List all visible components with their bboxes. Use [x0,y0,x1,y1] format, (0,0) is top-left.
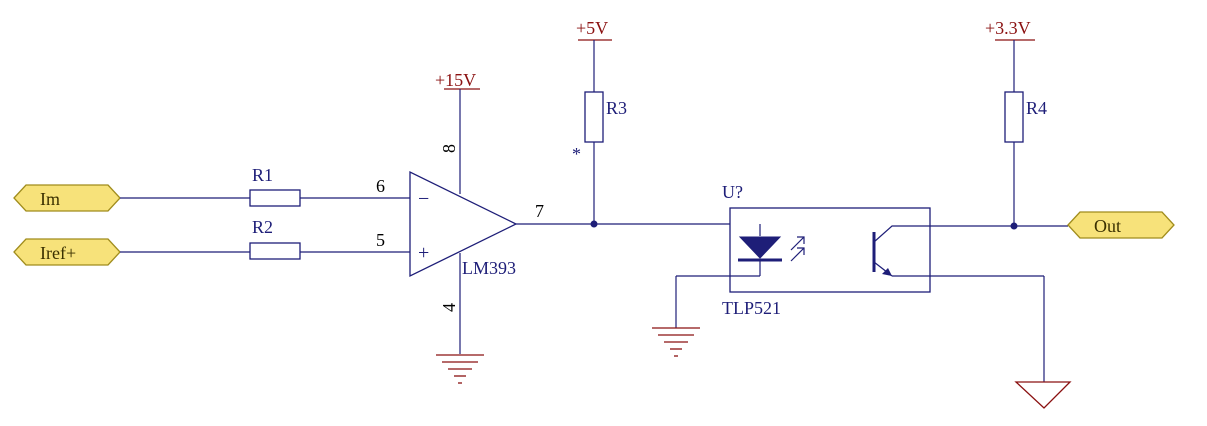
emitter-arrow-icon [882,268,892,276]
power-3v3-label: +3.3V [985,18,1031,38]
port-iref: Iref+ [13,238,121,266]
port-im-label: Im [40,189,60,209]
pin-7-label: 7 [535,201,544,221]
ground-symbol-output [1014,381,1072,409]
light-emission-icon [790,236,805,262]
optocoupler-designator: U? [722,182,743,202]
pin-4-label: 4 [439,303,459,312]
optocoupler-tlp521: U? TLP521 [675,182,1044,328]
phototransistor-collector [873,225,930,243]
resistor-r1-label: R1 [252,165,273,185]
resistor-r1 [249,189,301,207]
comparator-triangle [409,170,518,278]
power-5v-label: +5V [576,18,608,38]
port-out-shape [1067,211,1175,239]
port-im-shape [13,184,121,212]
comparator-part-label: LM393 [462,258,516,278]
resistor-r4 [1004,91,1024,143]
led-diode-icon [738,236,782,259]
ground-symbol-comparator [436,354,484,384]
pin-5-label: 5 [376,230,385,250]
ground-symbol-led [652,327,700,357]
comparator-lm393: − + LM393 [409,170,518,278]
port-out: Out [1067,211,1175,239]
resistor-r3-label: R3 [606,98,627,118]
port-im: Im [13,184,121,212]
resistor-r3 [584,91,604,143]
pin-8-label: 8 [439,144,459,153]
pin-6-label: 6 [376,176,385,196]
resistor-r4-label: R4 [1026,98,1047,118]
comparator-plus-sign: + [418,242,429,264]
resistor-r3-asterisk: * [572,144,581,164]
resistor-r2 [249,242,301,260]
port-iref-label: Iref+ [40,243,76,263]
optocoupler-part-label: TLP521 [722,298,781,318]
resistor-r2-label: R2 [252,217,273,237]
port-out-label: Out [1094,216,1121,236]
optocoupler-box [729,207,931,293]
comparator-minus-sign: − [418,188,429,210]
power-15v-label: +15V [435,70,476,90]
